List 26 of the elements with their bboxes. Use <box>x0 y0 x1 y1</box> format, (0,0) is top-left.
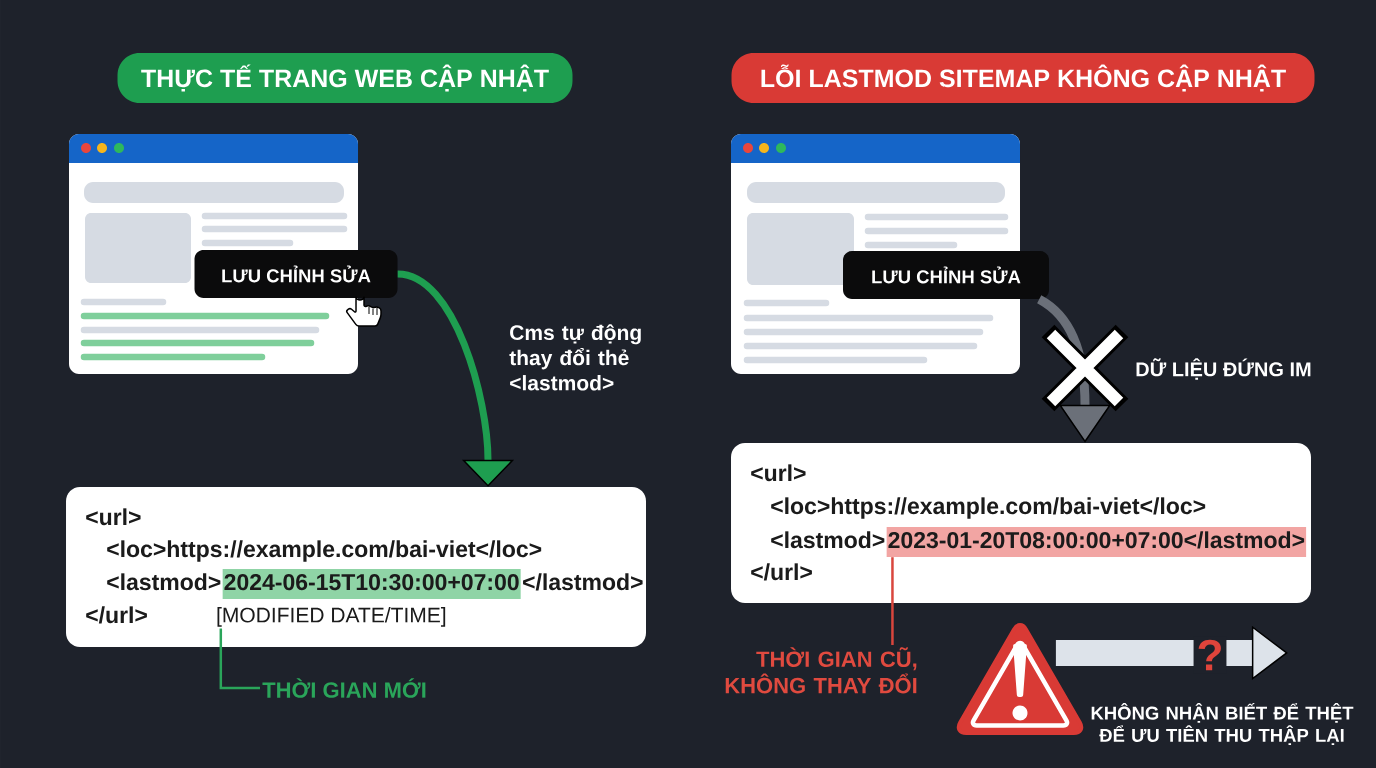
note-text: KHÔNG NHẬN BIẾT ĐỂ THỆT ĐỂ ƯU TIÊN THU THẬP LẠI <box>1091 702 1354 746</box>
code-line: <lastmod> <box>771 531 885 549</box>
leader-line <box>219 628 260 690</box>
edge-label: Cms tự động thay đổi thẻ <lastmod> <box>509 324 641 391</box>
code-line: </url> <box>751 563 812 581</box>
code-line: </url> <box>86 606 147 624</box>
highlighted-date: 2024-06-15T10:30:00+07:00 <box>222 569 521 599</box>
warning-icon <box>956 623 1084 735</box>
highlighted-date: 2023-01-20T08:00:00+07:00</lastmod> <box>886 527 1307 557</box>
save-button: LƯU CHỈNH SỬA <box>843 251 1049 299</box>
curved-arrow <box>1036 295 1112 443</box>
edge-label: DỮ LIỆU ĐỨNG IM <box>1136 358 1311 380</box>
code-line: <loc>https://example.com/bai-viet</loc> <box>771 497 1206 519</box>
annotation-label: THỜI GIAN MỚI <box>262 678 426 698</box>
save-button: LƯU CHỈNH SỬA <box>194 250 398 298</box>
code-line: <url> <box>86 508 141 526</box>
annotation-text: [MODIFIED DATE/TIME] <box>217 607 446 627</box>
code-line: <loc>https://example.com/bai-viet</loc> <box>107 540 542 562</box>
code-line: </lastmod> <box>523 573 643 591</box>
curved-arrow <box>397 270 515 487</box>
title-banner: LỖI LASTMOD SITEMAP KHÔNG CẬP NHẬT <box>731 53 1315 103</box>
code-line: <url> <box>751 464 806 482</box>
title-banner: THỰC TẾ TRANG WEB CẬP NHẬT <box>117 53 573 103</box>
annotation-label: THỜI GIAN CŨ, KHÔNG THAY ĐỔI <box>725 647 917 694</box>
code-line: <lastmod> <box>107 573 221 591</box>
leader-line <box>891 557 894 645</box>
